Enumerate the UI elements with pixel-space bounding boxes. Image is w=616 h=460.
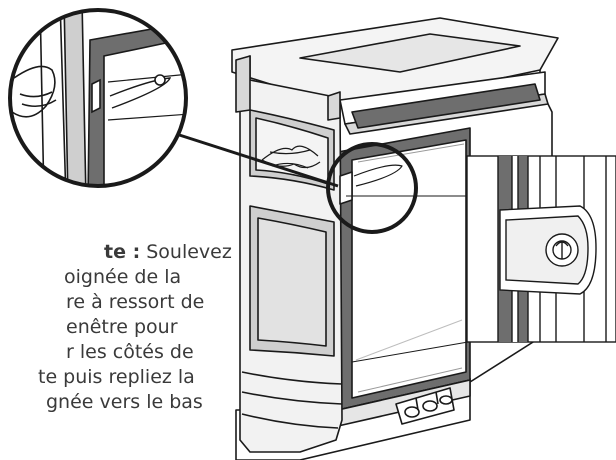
window-glass [351,139,467,399]
control-knobs [395,387,455,425]
caption-line-2: oignée de la [64,266,182,288]
magnified-handle-detail-icon [11,65,56,118]
zoom-right-callout [346,155,616,363]
zoom-connector [169,130,339,188]
caption-line-6: te puis repliez la [38,366,195,388]
instruction-caption: te : Soulevez oignée de la re à ressort de… [0,240,240,460]
caption-line-4: enêtre pour [66,316,178,338]
caption-line-3: re à ressort de [66,291,205,313]
handle-location-circle-icon [326,142,418,234]
zoom-left-callout [8,8,188,188]
caption-line-1: Soulevez [140,241,232,263]
caption-line-7: gnée vers le bas [46,391,203,413]
caption-line-5: r les côtés de [66,341,194,363]
caption-label: te : [104,241,141,263]
